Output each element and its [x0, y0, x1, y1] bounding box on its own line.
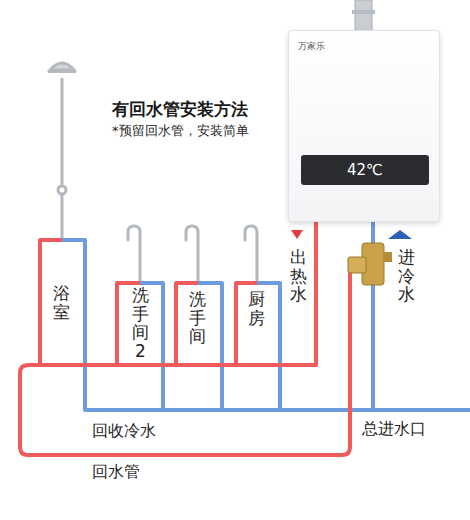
flow-arrow — [388, 230, 412, 239]
room-label: 厨房 — [248, 290, 265, 327]
temperature-readout: 42℃ — [347, 161, 383, 179]
room-label: 浴室 — [53, 284, 70, 321]
pipe-label: 回水管 — [92, 462, 140, 483]
pipe-label: 回收冷水 — [92, 421, 156, 442]
faucet-symbol — [128, 226, 257, 283]
brand-text: 万家乐 — [298, 40, 325, 53]
flow-label: 进冷水 — [398, 248, 415, 304]
pipe-label: 总进水口 — [362, 419, 426, 440]
cold-pipe — [62, 222, 470, 410]
flow-arrow — [291, 230, 303, 239]
hot-pipe — [20, 222, 350, 455]
valve-symbol — [348, 243, 392, 285]
exhaust-ring — [352, 10, 375, 14]
display-panel: 42℃ — [301, 155, 429, 185]
flow-label: 出热水 — [290, 248, 307, 304]
exhaust-pipe — [355, 0, 372, 34]
diagram-title: 有回水管安装方法 — [112, 98, 248, 121]
note-text: *预留回水管，安装简单 — [112, 122, 249, 140]
room-label: 洗手间 — [189, 290, 206, 346]
room-label: 洗手间2 — [132, 286, 149, 361]
shower-symbol — [48, 63, 76, 240]
water-heater-box: 万家乐 42℃ — [288, 30, 440, 222]
